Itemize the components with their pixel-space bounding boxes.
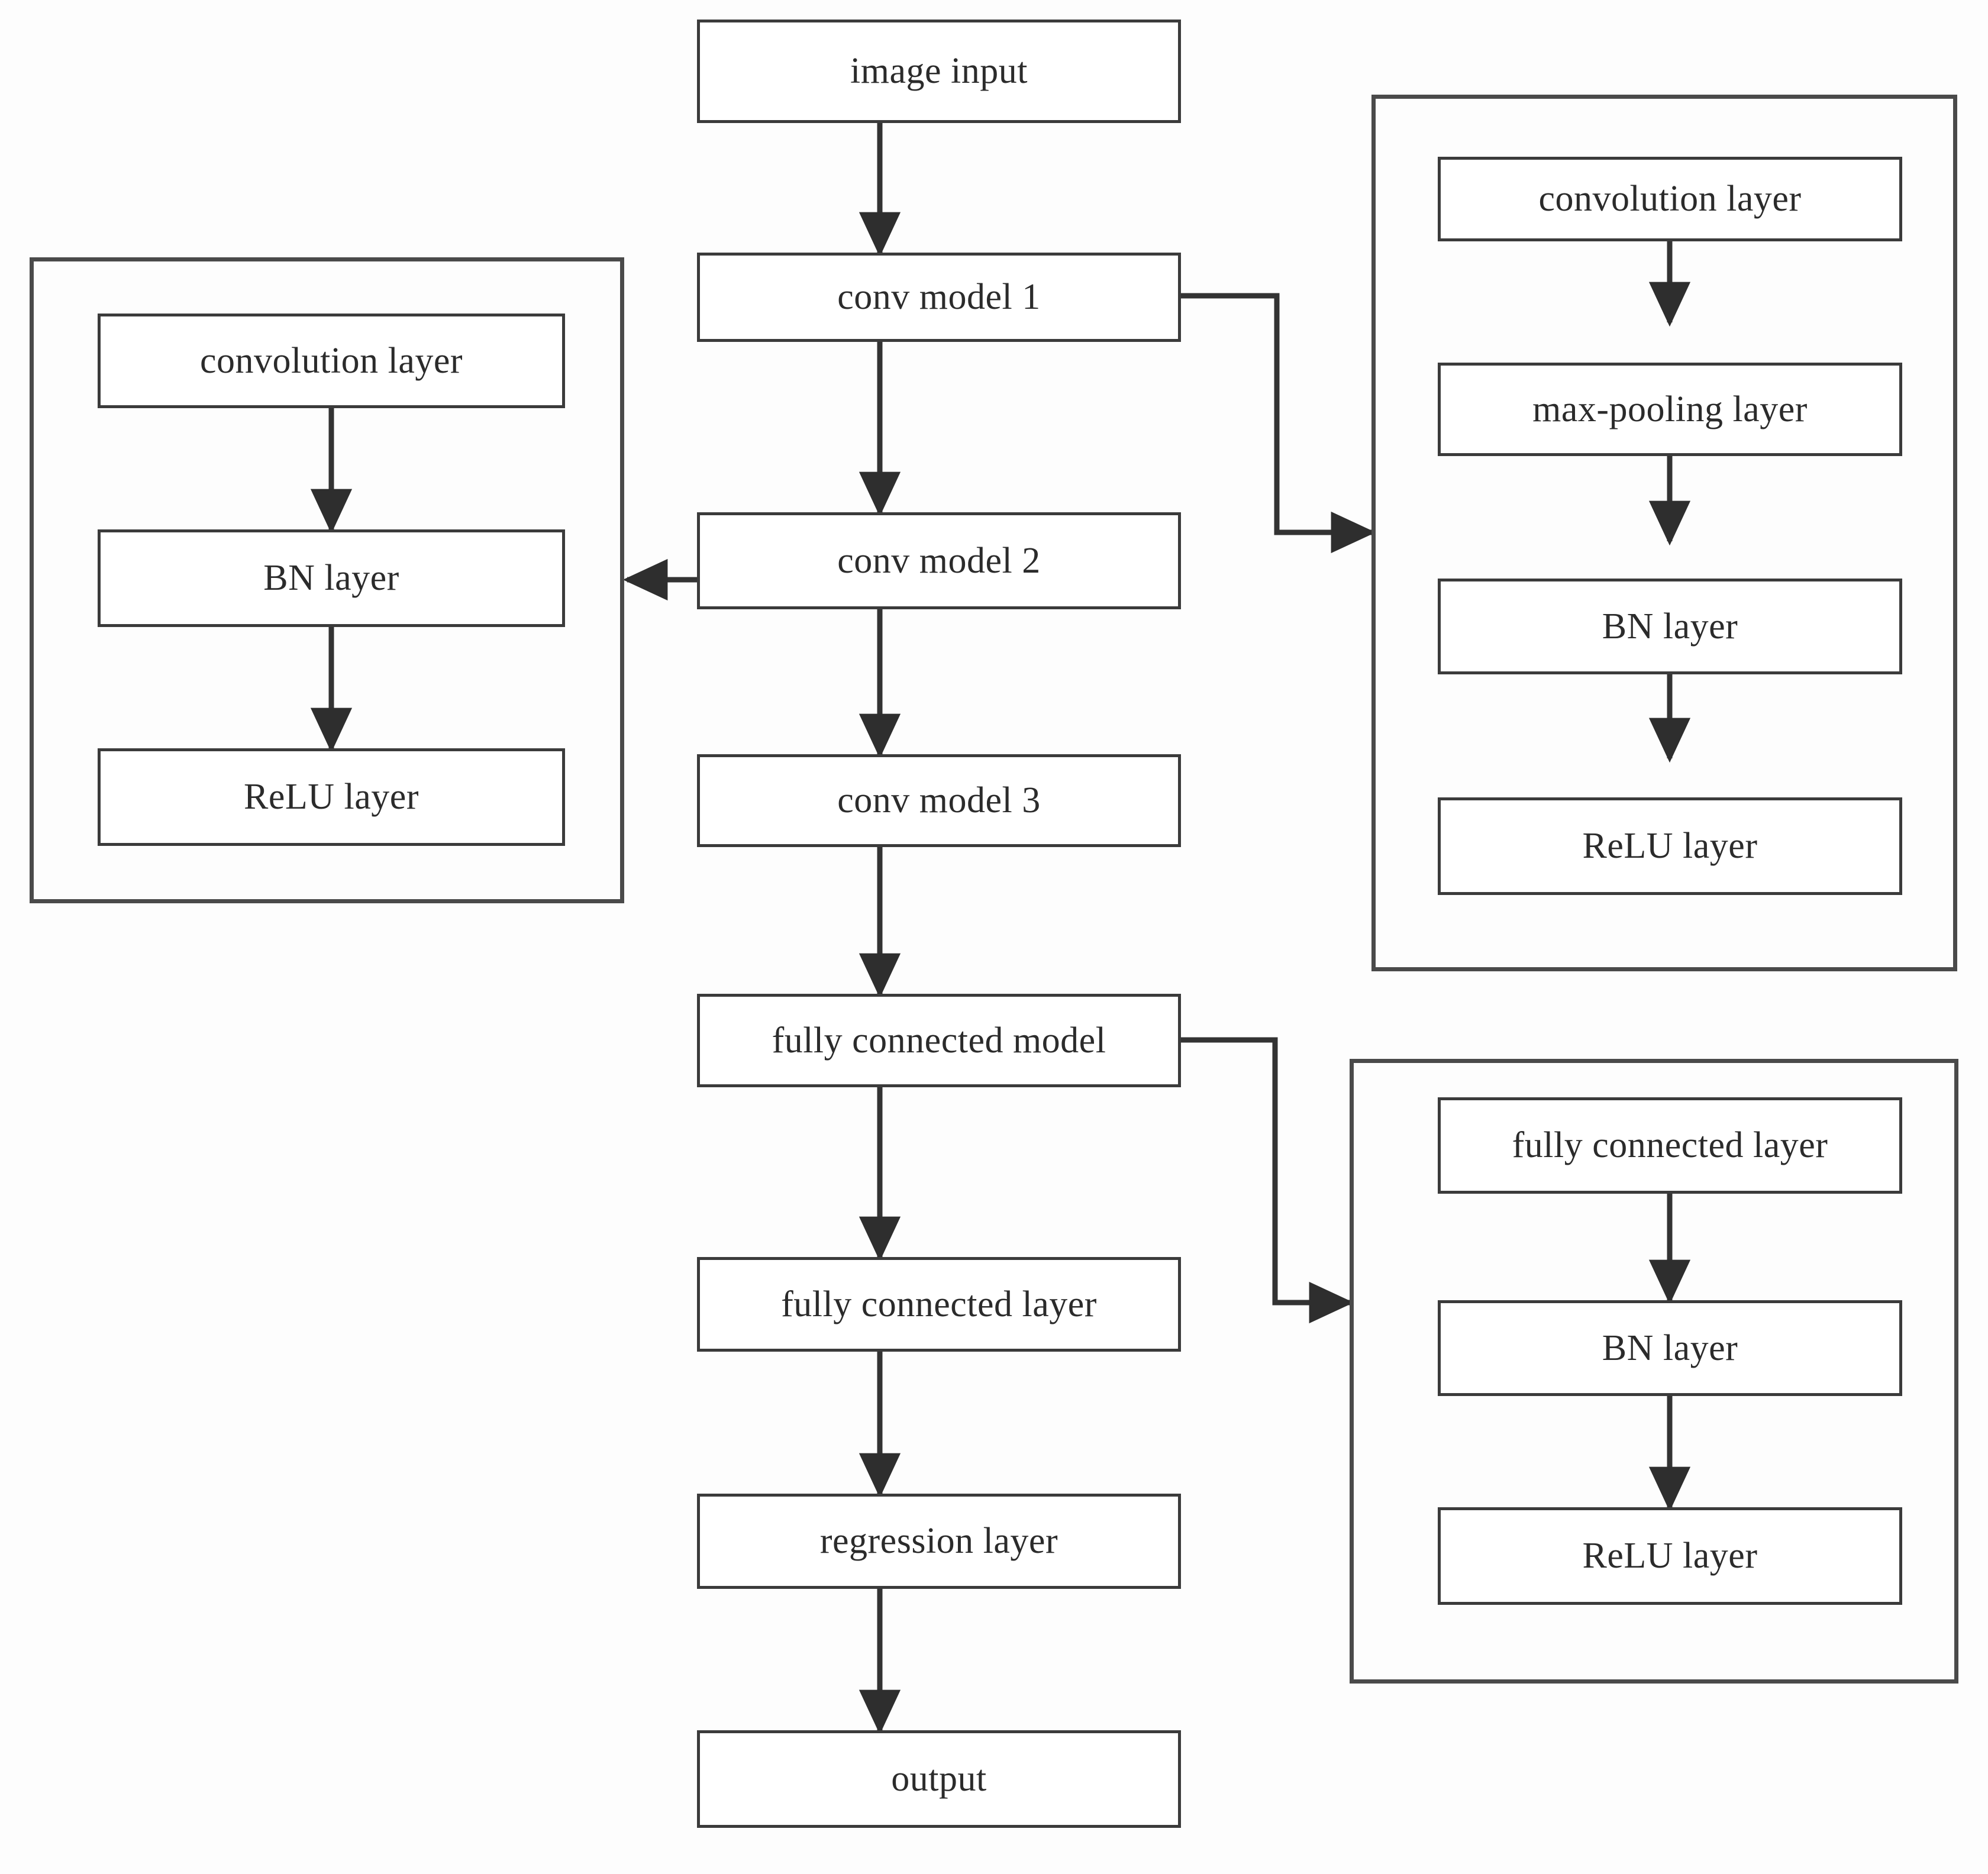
node-fully-connected-layer-label: fully connected layer <box>781 1284 1097 1324</box>
node-right-convolution-layer[interactable]: convolution layer <box>1438 157 1902 241</box>
node-fc-panel-bn-layer[interactable]: BN layer <box>1438 1300 1902 1396</box>
node-regression-layer[interactable]: regression layer <box>697 1494 1181 1589</box>
node-conv-model-3-label: conv model 3 <box>837 780 1041 821</box>
node-right-relu-layer-label: ReLU layer <box>1582 826 1758 867</box>
node-right-max-pooling-layer[interactable]: max-pooling layer <box>1438 363 1902 456</box>
node-regression-layer-label: regression layer <box>819 1521 1058 1562</box>
node-left-convolution-layer[interactable]: convolution layer <box>98 314 565 408</box>
node-fully-connected-model[interactable]: fully connected model <box>697 994 1181 1087</box>
node-fc-panel-fully-connected-layer-label: fully connected layer <box>1512 1125 1828 1166</box>
node-fully-connected-layer[interactable]: fully connected layer <box>697 1257 1181 1352</box>
node-conv-model-2-label: conv model 2 <box>837 540 1041 581</box>
node-output[interactable]: output <box>697 1730 1181 1828</box>
node-right-convolution-layer-label: convolution layer <box>1538 179 1802 219</box>
node-image-input-label: image input <box>850 51 1028 92</box>
node-fc-panel-relu-layer-label: ReLU layer <box>1582 1536 1758 1576</box>
connector-conv-model-1-to-right-panel <box>1180 293 1376 554</box>
conv-model-2-detail-panel <box>30 257 624 903</box>
node-conv-model-2[interactable]: conv model 2 <box>697 512 1181 609</box>
node-left-bn-layer[interactable]: BN layer <box>98 529 565 627</box>
fully-connected-model-detail-panel <box>1350 1059 1958 1684</box>
node-right-bn-layer[interactable]: BN layer <box>1438 579 1902 674</box>
node-conv-model-3[interactable]: conv model 3 <box>697 754 1181 847</box>
node-conv-model-1[interactable]: conv model 1 <box>697 253 1181 342</box>
conv-model-1-detail-panel <box>1371 95 1957 971</box>
node-left-convolution-layer-label: convolution layer <box>199 340 463 381</box>
node-conv-model-1-label: conv model 1 <box>837 277 1041 318</box>
node-output-label: output <box>891 1759 987 1799</box>
node-left-relu-layer-label: ReLU layer <box>244 777 419 818</box>
connector-fully-connected-model-to-bottom-right-panel <box>1180 1037 1354 1324</box>
node-fully-connected-model-label: fully connected model <box>772 1020 1106 1061</box>
node-fc-panel-fully-connected-layer[interactable]: fully connected layer <box>1438 1097 1902 1194</box>
node-right-relu-layer[interactable]: ReLU layer <box>1438 797 1902 895</box>
node-image-input[interactable]: image input <box>697 20 1181 123</box>
node-left-relu-layer[interactable]: ReLU layer <box>98 748 565 846</box>
node-right-bn-layer-label: BN layer <box>1602 606 1738 647</box>
node-fc-panel-bn-layer-label: BN layer <box>1602 1327 1738 1368</box>
node-fc-panel-relu-layer[interactable]: ReLU layer <box>1438 1507 1902 1605</box>
node-right-max-pooling-layer-label: max-pooling layer <box>1532 389 1808 429</box>
node-left-bn-layer-label: BN layer <box>263 558 399 599</box>
